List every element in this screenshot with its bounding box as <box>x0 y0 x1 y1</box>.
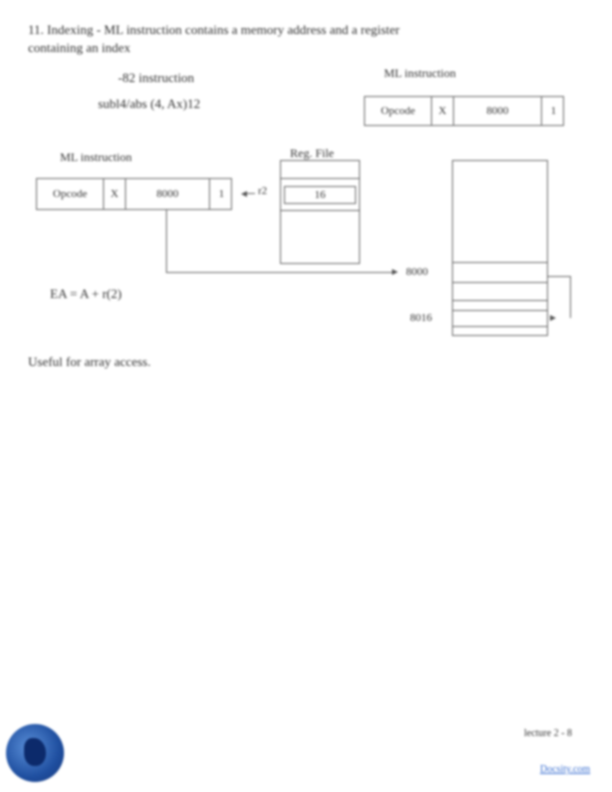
site-link[interactable]: Docsity.com <box>540 764 591 775</box>
offset-bracket-top <box>548 276 570 277</box>
left-address-field: 8000 <box>125 179 209 209</box>
memory-box <box>452 160 548 336</box>
formula: EA = A + r(2) <box>50 286 122 301</box>
memory-row-line-5 <box>452 326 548 327</box>
address-connector-horizontal <box>166 272 392 273</box>
note: Useful for array access. <box>28 354 151 369</box>
left-register-field: 1 <box>209 179 233 209</box>
address-connector-vertical <box>166 210 167 272</box>
heading-line-2: containing an index <box>28 40 131 55</box>
reg-file-divider <box>280 178 360 179</box>
memory-address-2: 8016 <box>410 312 432 324</box>
left-instruction-box: Opcode X 8000 1 <box>36 178 232 210</box>
offset-bracket-side <box>570 276 571 318</box>
memory-row-line-4 <box>452 310 548 311</box>
reg-file-label: Reg. File <box>290 146 334 160</box>
page-reference: lecture 2 - 8 <box>524 728 573 739</box>
left-mode-field: X <box>103 179 125 209</box>
memory-address-1: 8000 <box>406 266 428 278</box>
heading-line-1: 11. Indexing - ML instruction contains a… <box>28 22 400 37</box>
memory-row-line-2 <box>452 282 548 283</box>
top-instruction-label: ML instruction <box>384 66 456 80</box>
top-address-field: 8000 <box>453 97 541 125</box>
top-mode-field: X <box>431 97 453 125</box>
register-label: r2 <box>258 185 268 197</box>
register-arrow-head <box>241 191 247 197</box>
memory-row-line-1 <box>452 262 548 263</box>
left-instruction-label: ML instruction <box>60 150 132 164</box>
reg-file-divider-2 <box>280 210 360 211</box>
example-line-2: subl4/abs (4, Ax)12 <box>98 96 201 111</box>
top-register-field: 1 <box>541 97 565 125</box>
example-line-1: -82 instruction <box>118 70 195 85</box>
top-instruction-box: Opcode X 8000 1 <box>364 96 564 126</box>
reg-file-box <box>280 160 360 264</box>
address-arrow-head <box>392 269 398 275</box>
left-opcode-field: Opcode <box>52 188 88 200</box>
docsity-logo-icon <box>6 724 64 782</box>
offset-arrow-head <box>550 315 556 321</box>
register-arrow-line <box>247 193 255 194</box>
top-opcode-field: Opcode <box>380 105 416 117</box>
memory-row-line-3 <box>452 300 548 301</box>
logo-mark <box>24 738 46 766</box>
reg-file-register-cell: 16 <box>284 186 356 204</box>
